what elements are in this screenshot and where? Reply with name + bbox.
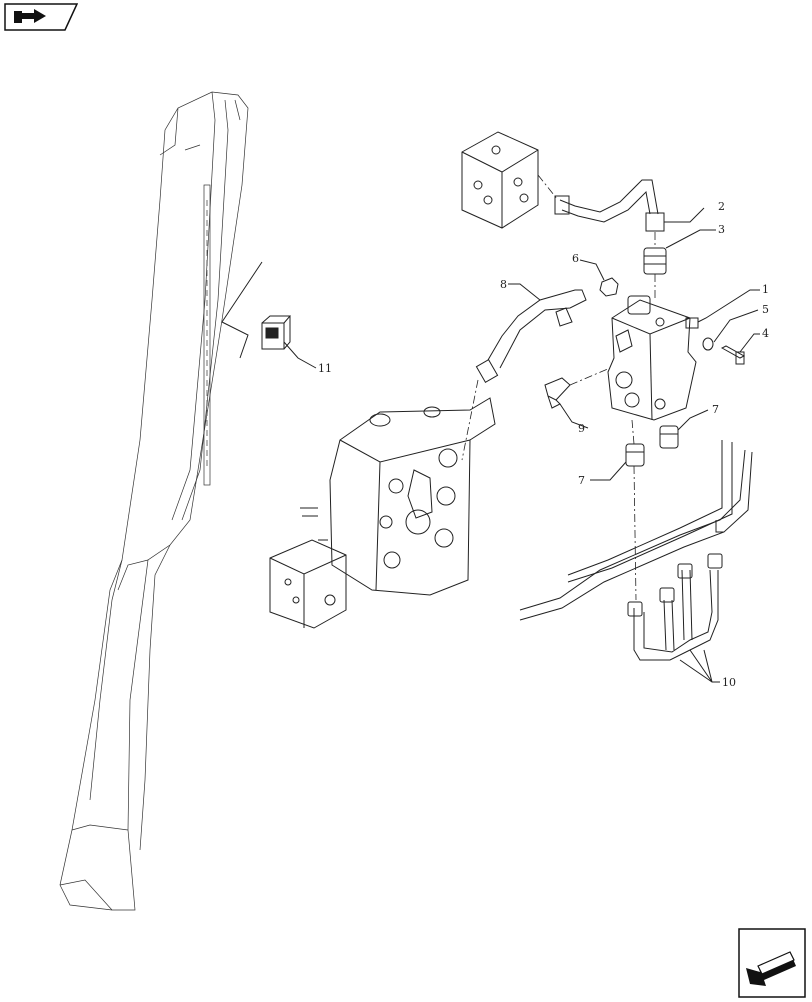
boom-frame-drawing bbox=[59, 91, 249, 911]
callout-4: 4 bbox=[762, 327, 769, 340]
callout-7b: 7 bbox=[578, 474, 585, 487]
callout-2: 2 bbox=[718, 200, 725, 213]
tube-part-8-drawing bbox=[461, 283, 587, 461]
control-valve-body-drawing bbox=[269, 397, 496, 629]
callout-11: 11 bbox=[318, 362, 332, 375]
callout-1: 1 bbox=[762, 283, 769, 296]
callout-3: 3 bbox=[718, 223, 725, 236]
fittings-part-7-drawing bbox=[590, 409, 709, 601]
callout-10: 10 bbox=[722, 676, 736, 689]
callout-9: 9 bbox=[578, 422, 585, 435]
mounting-block-drawing bbox=[461, 131, 559, 229]
tube-assembly-part-10-drawing bbox=[519, 440, 753, 683]
nut-part-6-drawing bbox=[579, 259, 619, 297]
return-arrow-button[interactable] bbox=[738, 928, 806, 998]
bolt-parts-4-5-drawing bbox=[702, 309, 760, 365]
callout-6: 6 bbox=[572, 252, 579, 265]
back-arrow-icon bbox=[4, 3, 79, 31]
fitting-part-3-drawing bbox=[643, 229, 716, 300]
callout-8: 8 bbox=[500, 278, 507, 291]
valve-part-1-drawing bbox=[607, 289, 760, 421]
tube-part-2-drawing bbox=[554, 179, 705, 232]
fitting-part-9-drawing bbox=[544, 367, 611, 429]
return-arrow-icon bbox=[738, 928, 806, 998]
callout-7a: 7 bbox=[712, 403, 719, 416]
switch-part-drawing bbox=[221, 261, 317, 369]
callout-5: 5 bbox=[762, 303, 769, 316]
back-arrow-button[interactable] bbox=[4, 3, 79, 31]
